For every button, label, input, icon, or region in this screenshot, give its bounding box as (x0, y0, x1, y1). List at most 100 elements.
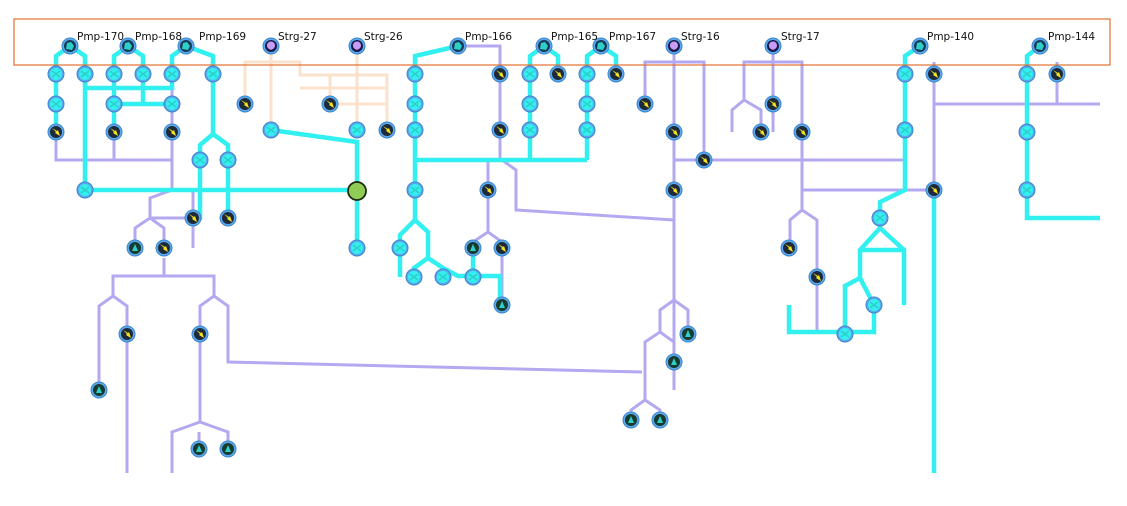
valve-icon[interactable] (76, 181, 94, 199)
valve-icon[interactable] (219, 151, 237, 169)
bolt-icon[interactable] (780, 239, 798, 257)
node-layer[interactable] (47, 37, 1066, 458)
junction-icon[interactable] (347, 181, 367, 201)
bolt-icon[interactable] (665, 123, 683, 141)
valve-icon[interactable] (191, 151, 209, 169)
load-icon[interactable] (90, 381, 108, 399)
pump-icon[interactable] (177, 37, 195, 55)
storage-icon[interactable] (348, 37, 366, 55)
bolt-icon[interactable] (184, 209, 202, 227)
load-icon[interactable] (219, 440, 237, 458)
load-icon[interactable] (622, 411, 640, 429)
valve-icon[interactable] (521, 95, 539, 113)
valve-icon[interactable] (521, 65, 539, 83)
load-icon[interactable] (190, 440, 208, 458)
valve-icon[interactable] (76, 65, 94, 83)
valve-icon[interactable] (105, 95, 123, 113)
bolt-icon[interactable] (636, 95, 654, 113)
valve-icon[interactable] (865, 296, 883, 314)
bolt-icon[interactable] (219, 209, 237, 227)
bolt-icon[interactable] (47, 123, 65, 141)
valve-icon[interactable] (391, 239, 409, 257)
bolt-icon[interactable] (695, 151, 713, 169)
valve-icon[interactable] (1018, 181, 1036, 199)
valve-icon[interactable] (406, 65, 424, 83)
storage-icon[interactable] (262, 37, 280, 55)
bolt-icon[interactable] (118, 325, 136, 343)
bolt-icon[interactable] (549, 65, 567, 83)
valve-icon[interactable] (578, 95, 596, 113)
valve-icon[interactable] (1018, 65, 1036, 83)
selection-box (13, 18, 1111, 66)
bolt-icon[interactable] (191, 325, 209, 343)
bolt-icon[interactable] (752, 123, 770, 141)
valve-icon[interactable] (1018, 123, 1036, 141)
valve-icon[interactable] (163, 65, 181, 83)
label-pmp-167: Pmp-167 (609, 31, 656, 43)
bolt-icon[interactable] (491, 65, 509, 83)
valve-icon[interactable] (464, 268, 482, 286)
pump-icon[interactable] (1031, 37, 1049, 55)
valve-icon[interactable] (406, 121, 424, 139)
bolt-icon[interactable] (665, 181, 683, 199)
pump-icon[interactable] (449, 37, 467, 55)
valve-icon[interactable] (434, 268, 452, 286)
bolt-icon[interactable] (491, 121, 509, 139)
valve-icon[interactable] (348, 121, 366, 139)
load-icon[interactable] (464, 239, 482, 257)
valve-icon[interactable] (47, 65, 65, 83)
pump-icon[interactable] (61, 37, 79, 55)
bolt-icon[interactable] (925, 181, 943, 199)
valve-icon[interactable] (406, 181, 424, 199)
valve-icon[interactable] (578, 121, 596, 139)
valve-icon[interactable] (163, 95, 181, 113)
bolt-icon[interactable] (321, 95, 339, 113)
storage-icon[interactable] (665, 37, 683, 55)
valve-icon[interactable] (47, 95, 65, 113)
valve-icon[interactable] (578, 65, 596, 83)
load-icon[interactable] (493, 296, 511, 314)
bolt-icon[interactable] (607, 65, 625, 83)
pump-icon[interactable] (911, 37, 929, 55)
bolt-icon[interactable] (479, 181, 497, 199)
valve-icon[interactable] (896, 65, 914, 83)
pump-icon[interactable] (535, 37, 553, 55)
valve-icon[interactable] (896, 121, 914, 139)
label-pmp-165: Pmp-165 (551, 31, 598, 43)
pump-icon[interactable] (592, 37, 610, 55)
pump-icon[interactable] (119, 37, 137, 55)
bolt-icon[interactable] (1048, 65, 1066, 83)
bolt-icon[interactable] (493, 239, 511, 257)
bolt-icon[interactable] (105, 123, 123, 141)
storage-links (243, 46, 389, 130)
storage-icon[interactable] (764, 37, 782, 55)
bolt-icon[interactable] (925, 65, 943, 83)
bolt-icon[interactable] (808, 268, 826, 286)
bolt-icon[interactable] (155, 239, 173, 257)
valve-icon[interactable] (348, 239, 366, 257)
valve-icon[interactable] (836, 325, 854, 343)
valve-icon[interactable] (521, 121, 539, 139)
load-icon[interactable] (679, 325, 697, 343)
valve-icon[interactable] (405, 268, 423, 286)
valve-icon[interactable] (134, 65, 152, 83)
label-strg-16: Strg-16 (681, 31, 720, 43)
load-icon[interactable] (665, 353, 683, 371)
bolt-icon[interactable] (764, 95, 782, 113)
load-icon[interactable] (126, 239, 144, 257)
load-icon[interactable] (651, 411, 669, 429)
bolt-icon[interactable] (793, 123, 811, 141)
node-labels: Pmp-170 Pmp-168 Pmp-169 Strg-27 Strg-26 … (77, 31, 1095, 43)
bolt-icon[interactable] (378, 121, 396, 139)
bolt-icon[interactable] (236, 95, 254, 113)
label-strg-17: Strg-17 (781, 31, 820, 43)
valve-icon[interactable] (204, 65, 222, 83)
valve-icon[interactable] (871, 209, 889, 227)
valve-icon[interactable] (262, 121, 280, 139)
label-pmp-169: Pmp-169 (199, 31, 246, 43)
valve-icon[interactable] (406, 95, 424, 113)
bolt-icon[interactable] (163, 123, 181, 141)
valve-icon[interactable] (105, 65, 123, 83)
